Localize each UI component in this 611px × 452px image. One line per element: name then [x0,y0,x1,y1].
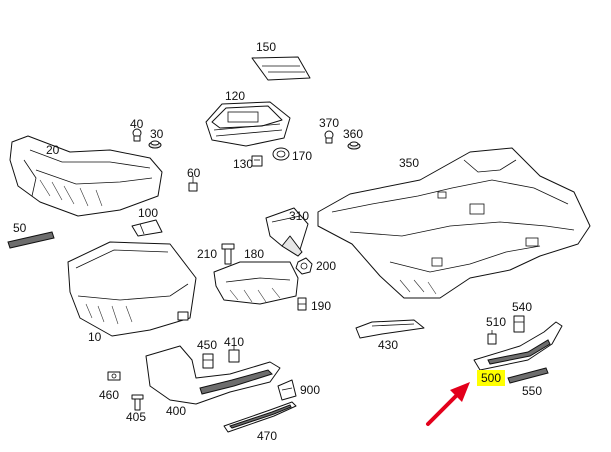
part-405-bolt[interactable] [131,394,144,411]
callout-130[interactable]: 130 [233,157,254,171]
part-50-strip[interactable] [7,231,55,249]
part-40-clip[interactable] [132,128,142,142]
callout-210[interactable]: 210 [197,247,218,261]
part-410-clip[interactable] [228,346,240,363]
part-60-clip[interactable] [188,176,198,192]
callout-30[interactable]: 30 [150,127,164,141]
part-550-strip[interactable] [507,367,549,384]
callout-100[interactable]: 100 [138,206,159,220]
callout-50[interactable]: 50 [13,221,27,235]
part-900-bracket[interactable] [277,379,297,401]
part-460-clip[interactable] [107,371,121,381]
part-310-duct[interactable] [265,207,309,257]
callout-20[interactable]: 20 [46,143,60,157]
part-20-trim[interactable] [9,135,163,217]
callout-470[interactable]: 470 [257,429,278,443]
callout-430[interactable]: 430 [378,338,399,352]
callout-310[interactable]: 310 [289,209,310,223]
callout-120[interactable]: 120 [225,89,246,103]
callout-60[interactable]: 60 [187,166,201,180]
callout-180[interactable]: 180 [244,247,265,261]
part-370-clip[interactable] [324,130,334,144]
part-30-grommet[interactable] [148,140,162,149]
callout-10[interactable]: 10 [88,330,102,344]
callout-170[interactable]: 170 [292,149,313,163]
part-120-module[interactable] [205,101,291,147]
callout-400[interactable]: 400 [166,404,187,418]
callout-550[interactable]: 550 [522,384,543,398]
part-100-bracket[interactable] [131,219,163,237]
callout-370[interactable]: 370 [319,116,340,130]
part-430-strip[interactable] [355,319,425,339]
callout-900[interactable]: 900 [300,383,321,397]
part-210-bolt[interactable] [221,243,235,265]
callout-510[interactable]: 510 [486,315,507,329]
part-540-clip[interactable] [513,315,525,333]
callout-200[interactable]: 200 [316,259,337,273]
callout-150[interactable]: 150 [256,40,277,54]
part-500-sill-trim[interactable] [473,321,563,371]
part-450-clip[interactable] [202,353,214,369]
callout-360[interactable]: 360 [343,127,364,141]
part-190-clip[interactable] [297,297,307,311]
callout-500-highlighted[interactable]: 500 [477,370,506,386]
callout-460[interactable]: 460 [99,388,120,402]
callout-450[interactable]: 450 [197,338,218,352]
callout-410[interactable]: 410 [224,335,245,349]
part-400-sill-trim[interactable] [145,345,281,405]
callout-540[interactable]: 540 [512,300,533,314]
part-10-panel[interactable] [67,241,197,337]
callout-40[interactable]: 40 [130,117,144,131]
callout-190[interactable]: 190 [311,299,332,313]
part-510-clip[interactable] [487,330,497,345]
part-150-mat[interactable] [251,56,311,81]
part-350-carpet[interactable] [317,147,591,299]
callout-350[interactable]: 350 [399,156,420,170]
part-360-grommet[interactable] [347,141,361,150]
part-200-nut[interactable] [295,257,313,275]
part-180-cover[interactable] [213,261,299,305]
part-170-nut[interactable] [272,147,290,161]
part-130-connector[interactable] [251,155,263,167]
part-470-strip[interactable] [223,401,297,433]
callout-405[interactable]: 405 [126,410,147,424]
pointer-arrow-icon [426,382,470,426]
